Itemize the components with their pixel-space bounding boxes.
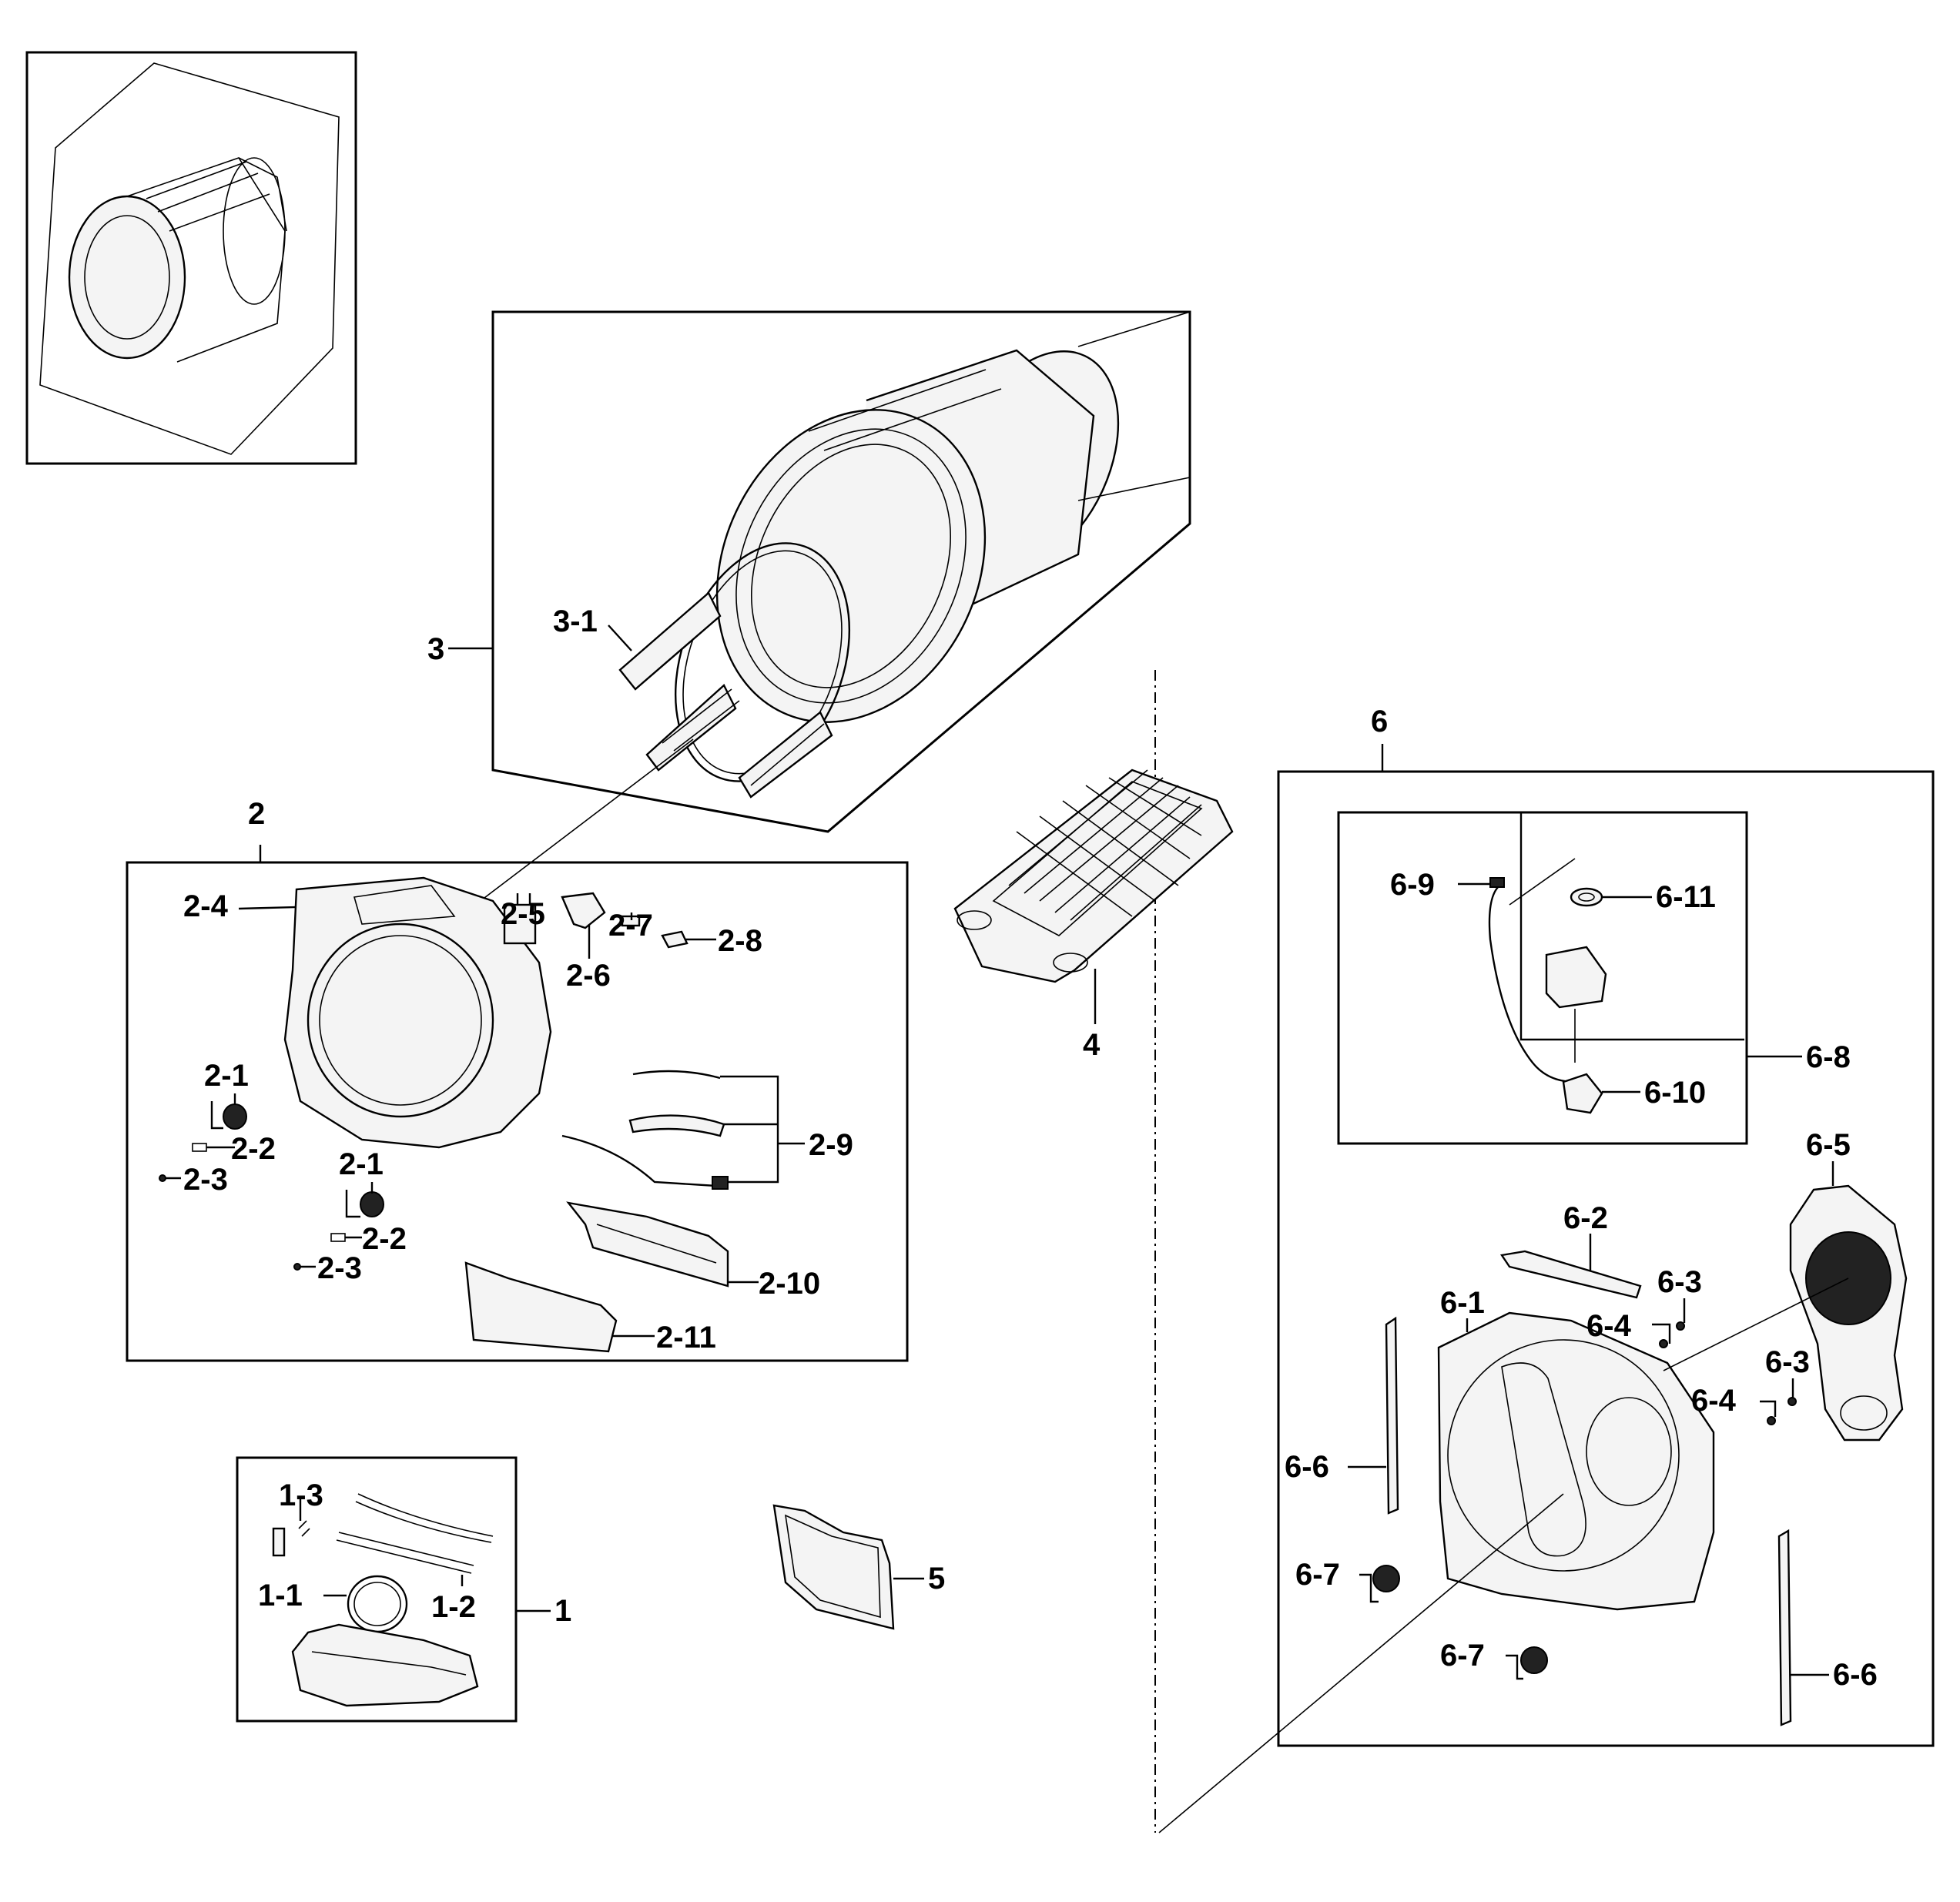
label-6-3-b: 6-3 <box>1765 1345 1810 1379</box>
label-6-6-b: 6-6 <box>1833 1658 1878 1692</box>
overview-thumbnail <box>25 51 357 465</box>
label-2-7: 2-7 <box>608 909 653 943</box>
part-6-1-housing <box>1437 1311 1715 1611</box>
group-3-drum <box>491 310 1191 833</box>
label-6-2: 6-2 <box>1563 1201 1608 1235</box>
group-5-gasket <box>772 1504 895 1630</box>
label-6-1: 6-1 <box>1440 1286 1485 1320</box>
label-2-4: 2-4 <box>183 889 229 923</box>
label-2-10: 2-10 <box>759 1267 820 1301</box>
label-6-4-b: 6-4 <box>1691 1384 1737 1418</box>
label-1-2: 1-2 <box>431 1590 476 1624</box>
part-2-5 <box>503 903 537 945</box>
part-6-6-right <box>1777 1529 1792 1726</box>
group-2-front-frame <box>126 861 909 1362</box>
label-6-10: 6-10 <box>1644 1076 1706 1110</box>
part-2-10 <box>566 1201 729 1288</box>
part-2-11 <box>464 1261 618 1353</box>
label-1: 1 <box>554 1594 571 1628</box>
label-6-7-a: 6-7 <box>1295 1558 1340 1592</box>
label-2-2-b: 2-2 <box>362 1222 407 1256</box>
label-1-1: 1-1 <box>258 1579 303 1612</box>
label-2-1-b: 2-1 <box>339 1147 384 1181</box>
label-2-11: 2-11 <box>656 1321 716 1355</box>
label-1-3: 1-3 <box>279 1478 323 1512</box>
part-6-10 <box>1562 1073 1603 1114</box>
label-2-1-a: 2-1 <box>204 1059 249 1093</box>
label-6-8: 6-8 <box>1806 1040 1851 1074</box>
label-2-9: 2-9 <box>809 1128 853 1162</box>
label-2-8: 2-8 <box>718 924 762 958</box>
group-6-rear-frame <box>1277 770 1935 1747</box>
drum-lifter-2 <box>645 684 737 772</box>
label-6-9: 6-9 <box>1390 868 1435 902</box>
label-3-1: 3-1 <box>553 604 598 638</box>
label-4: 4 <box>1083 1028 1101 1062</box>
sensor-harness-6-9 <box>1488 882 1576 1083</box>
label-6-6-a: 6-6 <box>1285 1450 1329 1484</box>
label-6-4-a: 6-4 <box>1586 1309 1632 1343</box>
label-2-2-a: 2-2 <box>231 1132 276 1166</box>
label-6-5: 6-5 <box>1806 1128 1851 1162</box>
label-2-3-b: 2-3 <box>317 1251 362 1285</box>
label-2-3-a: 2-3 <box>183 1163 228 1197</box>
label-2: 2 <box>248 797 265 831</box>
drum-lifter-1 <box>618 591 722 691</box>
label-3: 3 <box>427 632 444 666</box>
group-1-duct <box>236 1456 518 1723</box>
part-6-8-block <box>1545 946 1607 1009</box>
label-2-6: 2-6 <box>566 959 611 993</box>
group-4-lint-filter <box>953 769 1234 983</box>
part-6-11 <box>1570 887 1603 907</box>
label-6-11: 6-11 <box>1656 880 1716 914</box>
part-6-6-left <box>1385 1316 1399 1515</box>
label-5: 5 <box>928 1562 945 1596</box>
label-6-7-b: 6-7 <box>1440 1639 1485 1673</box>
label-6: 6 <box>1371 705 1388 738</box>
label-6-3-a: 6-3 <box>1657 1265 1702 1299</box>
part-2-6 <box>561 892 606 929</box>
part-6-2-bracket <box>1499 1250 1642 1299</box>
part-2-8 <box>661 930 689 949</box>
label-2-5: 2-5 <box>501 897 545 931</box>
